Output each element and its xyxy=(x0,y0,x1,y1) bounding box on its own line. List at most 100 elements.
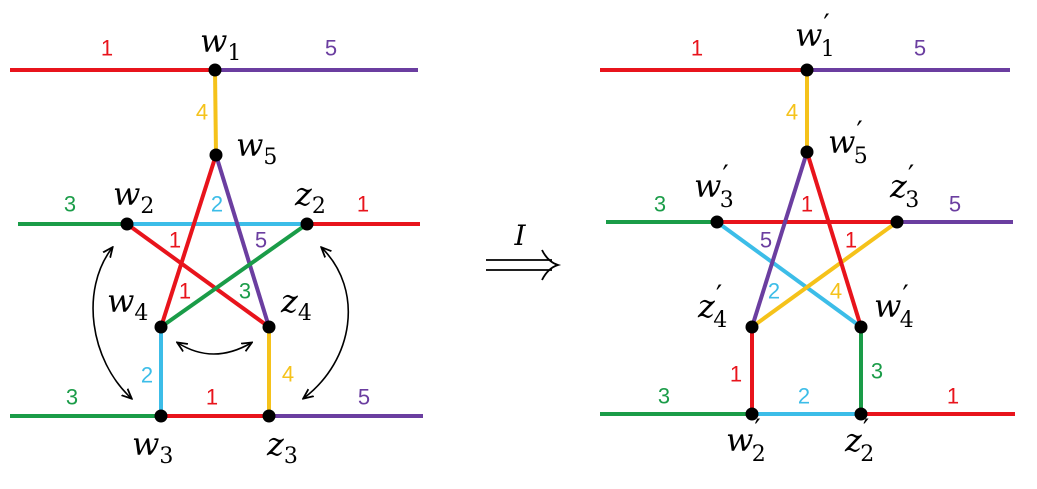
right-edge-z3-z4 xyxy=(750,220,899,329)
left-label-w2-z2: 2 xyxy=(211,192,223,217)
right-vertex-w3-letter: w xyxy=(694,167,721,205)
left-label-w3-left: 3 xyxy=(66,385,78,410)
left-edge-w5-w4 xyxy=(159,154,218,328)
left-vertex-z3-letter: z xyxy=(266,425,285,463)
left-label-w4-w3: 2 xyxy=(141,363,153,388)
right-vertex-w5-subscript: 5 xyxy=(854,144,868,169)
left-edge-w2-z4 xyxy=(125,222,271,329)
right-label-z4-w2: 1 xyxy=(730,362,742,387)
right-label-z3-right: 5 xyxy=(949,192,961,217)
right-vertex-w5-letter: w xyxy=(828,123,855,161)
right-vertex-z2-subscript: 2 xyxy=(860,442,874,467)
left-label-star-c: 1 xyxy=(179,279,191,304)
left-vertex-z4: z4 xyxy=(280,282,312,326)
right-vertex-w3-subscript: 3 xyxy=(720,188,734,213)
left-vertex-w4: w4 xyxy=(107,282,148,326)
operator-arrow: I xyxy=(486,219,562,281)
left-edge-z2-w4 xyxy=(159,222,309,329)
left-vertex-w3-subscript: 3 xyxy=(159,444,173,469)
left-vertex-w2-letter: w xyxy=(113,175,140,213)
right-edge-w5-w4 xyxy=(805,151,863,328)
right-vertex-w2-prime: ′ xyxy=(754,413,760,446)
right-vertex-w5: w′5 xyxy=(828,115,868,169)
right-vertex-z3: z′3 xyxy=(889,159,919,213)
right-node-z2 xyxy=(854,407,868,421)
implies-arrowhead xyxy=(541,249,562,281)
left-label-w1-left: 1 xyxy=(101,36,113,61)
right-vertex-w1-letter: w xyxy=(795,16,822,54)
left-vertex-z3: z3 xyxy=(266,425,298,469)
left-label-star-d: 3 xyxy=(239,279,251,304)
right-vertex-z2-letter: z xyxy=(844,421,863,459)
right-vertex-z2: z′2 xyxy=(844,413,874,467)
right-vertex-z4: z′4 xyxy=(697,279,727,333)
right-label-w1-right: 5 xyxy=(914,36,926,61)
right-vertex-w3: w′3 xyxy=(694,159,734,213)
left-label-w1-w5: 4 xyxy=(196,100,208,125)
right-vertex-z3-prime: ′ xyxy=(908,159,914,192)
left-label-z3-right: 5 xyxy=(358,385,370,410)
right-node-z3 xyxy=(890,215,904,229)
left-vertex-z2: z2 xyxy=(294,175,326,219)
right-node-w1 xyxy=(800,63,814,77)
left-node-w4 xyxy=(154,320,168,334)
right-node-w2 xyxy=(745,407,759,421)
left-label-star-b: 5 xyxy=(255,228,267,253)
right-vertex-z4-letter: z xyxy=(697,287,716,325)
left-vertex-z4-subscript: 4 xyxy=(298,301,312,326)
edge-layer xyxy=(10,68,1015,418)
left-swap-arrow-w2-w3 xyxy=(92,248,131,398)
right-label-w2-z2: 2 xyxy=(798,384,810,409)
right-label-w3-left: 3 xyxy=(654,192,666,217)
left-vertex-z4-letter: z xyxy=(280,282,299,320)
left-vertex-w5-letter: w xyxy=(236,126,263,164)
left-label-w2-left: 3 xyxy=(64,192,76,217)
right-vertex-w1-subscript: 1 xyxy=(821,37,835,62)
right-vertex-w1: w′1 xyxy=(795,8,835,62)
right-label-w4-z2: 3 xyxy=(871,359,883,384)
right-vertex-z4-subscript: 4 xyxy=(713,308,727,333)
right-vertex-z3-subscript: 3 xyxy=(905,188,919,213)
left-swap-arrow-z2-z3 xyxy=(304,248,350,398)
swap-arrow-layer xyxy=(92,248,350,398)
left-vertex-w2-subscript: 2 xyxy=(140,194,154,219)
right-vertex-z3-letter: z xyxy=(889,167,908,205)
right-vertex-w5-prime: ′ xyxy=(856,115,862,148)
left-vertex-w1: w1 xyxy=(200,22,241,66)
right-label-w1-left: 1 xyxy=(691,36,703,61)
left-node-w1 xyxy=(208,63,222,77)
right-vertex-w2: w′2 xyxy=(726,413,766,467)
left-vertex-w3: w3 xyxy=(132,425,173,469)
left-node-z2 xyxy=(300,217,314,231)
right-vertex-w4-subscript: 4 xyxy=(900,308,914,333)
right-vertex-w2-letter: w xyxy=(726,421,753,459)
operator-label: I xyxy=(513,219,526,252)
right-vertex-w3-prime: ′ xyxy=(722,159,728,192)
left-vertex-w3-letter: w xyxy=(132,425,159,463)
right-label-top-mid: 1 xyxy=(801,192,813,217)
left-vertex-w1-letter: w xyxy=(200,22,227,60)
left-node-w2 xyxy=(120,217,134,231)
right-label-star-b: 1 xyxy=(845,228,857,253)
right-node-z4 xyxy=(745,320,759,334)
right-vertex-z4-prime: ′ xyxy=(716,279,722,312)
right-vertex-w4: w′4 xyxy=(874,279,914,333)
right-vertex-w2-subscript: 2 xyxy=(752,442,766,467)
left-label-w3-z3: 1 xyxy=(206,385,218,410)
right-label-star-c: 2 xyxy=(768,279,780,304)
left-label-w1-right: 5 xyxy=(325,36,337,61)
left-vertex-w2: w2 xyxy=(113,175,154,219)
right-label-star-d: 4 xyxy=(830,279,842,304)
right-label-z2-right: 1 xyxy=(947,384,959,409)
right-label-star-a: 5 xyxy=(760,228,772,253)
right-node-w5 xyxy=(800,145,814,159)
left-node-z3 xyxy=(262,409,276,423)
left-node-w3 xyxy=(154,409,168,423)
left-vertex-w4-subscript: 4 xyxy=(134,301,148,326)
right-vertex-w4-prime: ′ xyxy=(902,279,908,312)
left-label-z4-z3: 4 xyxy=(282,362,294,387)
left-vertex-w5: w5 xyxy=(236,126,277,170)
left-vertex-w1-subscript: 1 xyxy=(227,41,241,66)
left-vertex-w4-letter: w xyxy=(107,282,134,320)
